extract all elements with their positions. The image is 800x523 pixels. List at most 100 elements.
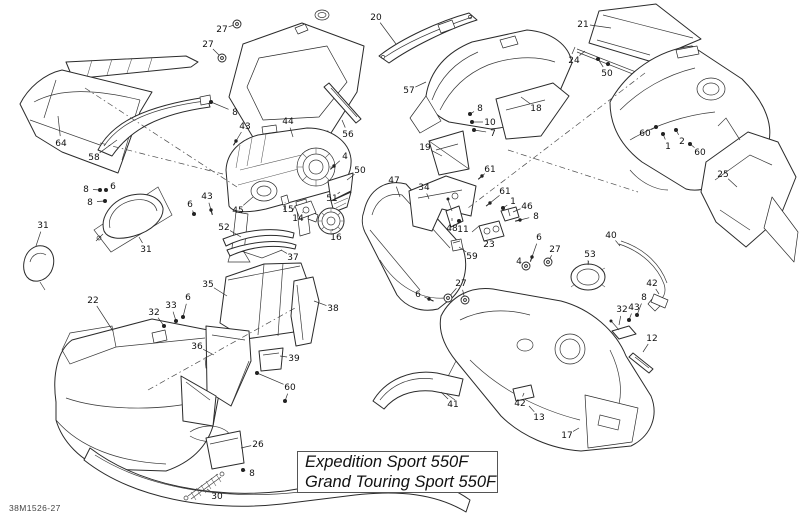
callout-label: 45 [232,206,243,216]
callout-label: 41 [447,400,458,410]
callout-label: 21 [577,20,588,30]
callout-label: 42 [646,279,657,289]
callout-label: 6 [185,293,191,303]
fastener-dot-icon [635,313,639,317]
screw-shank-icon [485,202,491,207]
callout-label: 59 [466,252,478,262]
leader-line [379,22,397,45]
windshield-21 [588,3,702,62]
grommet-hole-icon [220,56,224,60]
fastener-dot-icon [674,128,678,132]
leader-line [203,348,215,356]
callout-label: 33 [165,301,176,311]
callout-label: 8 [87,198,93,208]
callout-label: 32 [616,305,627,315]
dash-panel-39 [258,347,284,372]
construction-line [84,87,238,188]
callout-label: 6 [536,233,542,243]
callout-label: 6 [415,290,421,300]
leader-line [587,260,590,266]
mirror-31-boxed [93,186,173,253]
leader-line [256,372,284,385]
callout-label: 50 [601,69,613,79]
callout-label: 17 [561,431,572,441]
fastener-dot-icon [661,132,665,136]
leader-line [415,81,427,88]
fastener-dot-icon [472,128,476,132]
callout-label: 2 [679,137,685,147]
document-code: 38M1526-27 [9,503,61,513]
fastener-dot-icon [192,212,196,216]
fastener-dot-icon [283,399,287,403]
construction-line [507,149,639,193]
screw-shank-icon [329,165,335,170]
leader-line [35,231,42,247]
side-panel-47 [361,182,467,311]
callout-label: 8 [83,185,89,195]
callout-label: 11 [457,225,468,235]
leader-line [618,315,622,326]
callout-label: 32 [148,308,159,318]
callout-label: 24 [568,56,580,66]
screw-shank-icon [232,140,237,146]
callout-label: 15 [282,205,293,215]
callout-label: 26 [252,440,264,450]
callout-label: 14 [292,214,304,224]
leader-line [341,119,346,128]
fastener-dot-icon [98,188,102,192]
fastener-dot-icon [627,318,631,322]
grab-handle-20 [378,12,478,64]
callout-label: 16 [330,233,342,243]
callout-label: 4 [516,257,522,267]
construction-line [467,72,646,209]
spring-30 [183,471,225,501]
leader-line [206,488,212,493]
callout-label: 53 [584,250,595,260]
fastener-dot-icon [174,319,178,323]
callout-label: 10 [484,118,496,128]
dash-panel-36 [180,325,252,427]
leader-line [615,240,621,247]
callout-label: 37 [287,253,298,263]
leader-line [655,288,660,295]
callout-label: 1 [510,197,516,207]
callout-label: 44 [282,117,294,127]
leader-line [210,101,229,110]
leader-line [240,445,252,449]
fastener-dot-icon [468,112,472,116]
fastener-dot-icon [209,100,213,104]
callout-label: 8 [533,212,539,222]
callout-label: 6 [187,200,193,210]
leader-line [337,191,341,195]
clip-59 [450,238,464,252]
fastener-dot-icon [181,315,185,319]
screw-shank-icon [428,298,434,302]
callout-label: 42 [514,399,525,409]
latch-32-right [609,319,637,340]
callout-label: 43 [628,303,639,313]
leader-line [642,343,649,353]
grommet-hole-icon [235,22,239,26]
callout-label: 8 [249,469,255,479]
leader-line [138,236,143,244]
callout-label: 43 [201,192,212,202]
leader-line [520,96,531,105]
dash-panel-35 [219,262,312,340]
leader-line [213,287,228,297]
fastener-dot-icon [104,188,108,192]
bulb-socket-15-14 [280,194,317,220]
callout-label: 25 [717,170,728,180]
grommet-hole-icon [524,264,528,268]
leader-line [512,208,521,213]
leader-line [331,228,334,231]
callout-label: 39 [288,354,300,364]
callout-label: 13 [533,413,544,423]
construction-line [147,307,296,391]
leader-line [313,300,327,306]
fastener-dot-icon [103,199,107,203]
callout-label: 8 [477,104,483,114]
callout-label: 27 [216,25,227,35]
fastener-dot-icon [688,142,692,146]
leader-line [99,139,118,154]
